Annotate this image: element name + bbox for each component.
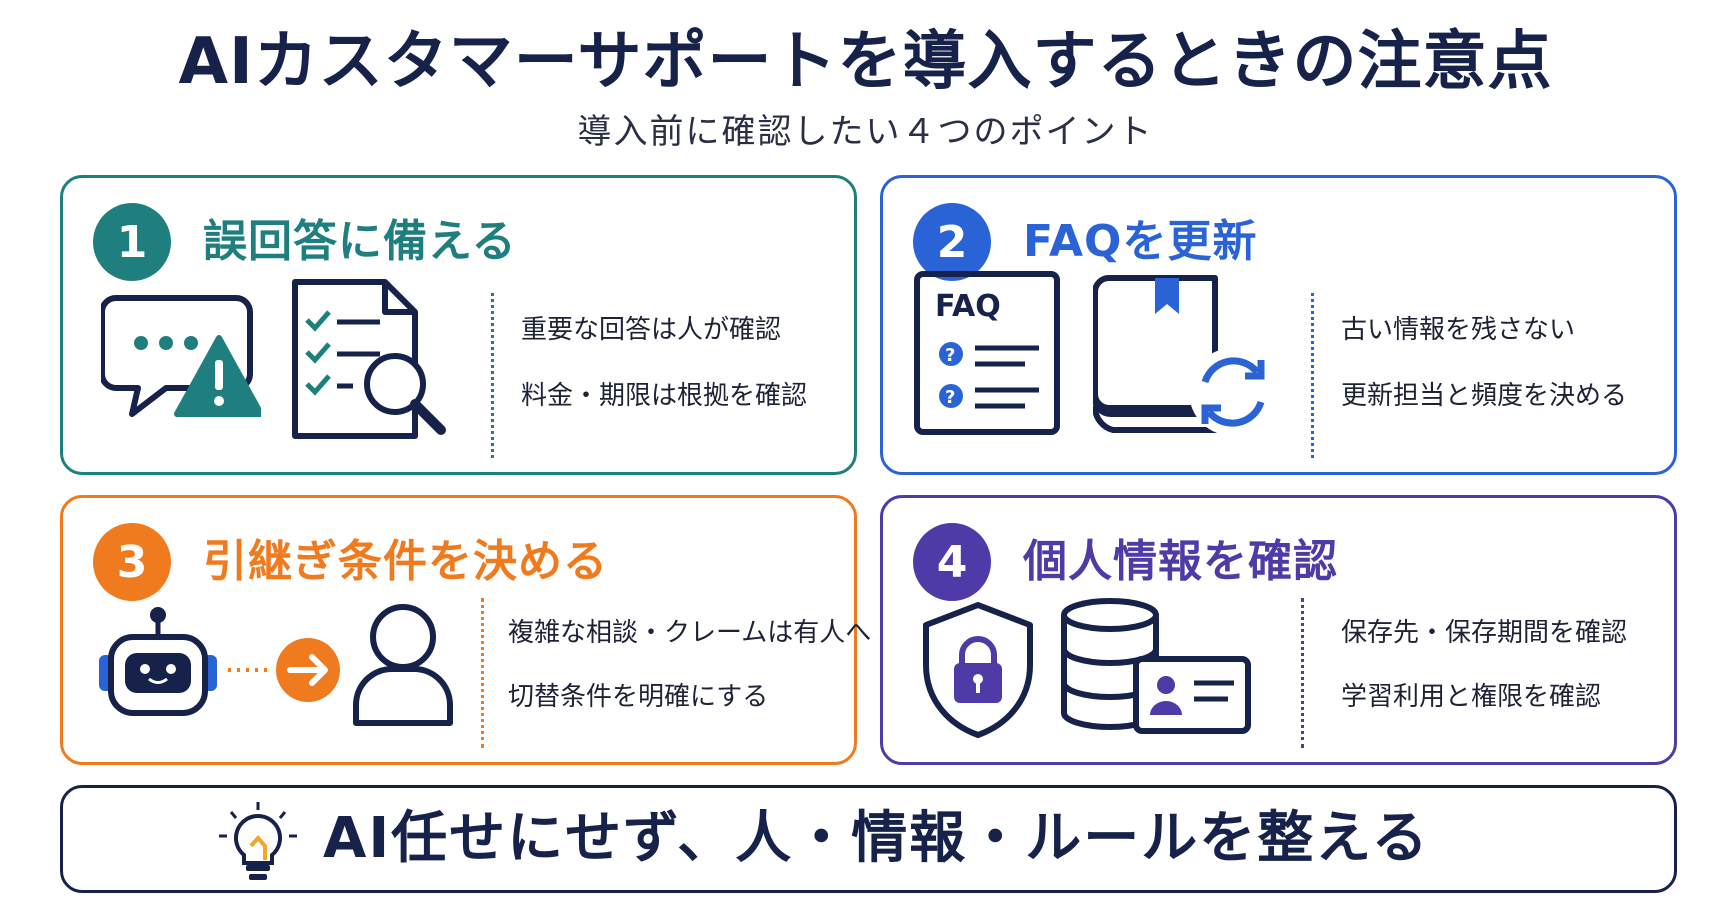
- card-divider: [1311, 293, 1314, 458]
- point-item: 古い情報を残さない: [1341, 315, 1576, 345]
- svg-text:?: ?: [945, 345, 955, 366]
- book-refresh-icon: [1093, 275, 1277, 436]
- database-id-card-icon: [1061, 598, 1251, 734]
- card-wrong-answer: 1 誤回答に備える 重要な回答は人が確認 料金・期限は根拠を確認: [60, 175, 857, 475]
- faq-document-icon: FAQ ? ?: [914, 271, 1060, 435]
- shield-lock-icon: [923, 602, 1033, 738]
- card-title: 誤回答に備える: [203, 216, 517, 267]
- arrow-right-icon: [228, 638, 340, 702]
- summary-text: AI任せにせず、人・情報・ルールを整える: [323, 806, 1430, 871]
- robot-icon: [99, 607, 217, 716]
- chat-warning-icon: [101, 295, 261, 417]
- point-item: 料金・期限は根拠を確認: [521, 381, 808, 411]
- lightbulb-icon: [219, 802, 297, 880]
- checklist-search-icon: [292, 279, 446, 439]
- point-item: 学習利用と権限を確認: [1341, 682, 1602, 712]
- card-number-badge: 1: [93, 203, 171, 281]
- page-subtitle: 導入前に確認したい４つのポイント: [577, 112, 1154, 152]
- point-item: 重要な回答は人が確認: [521, 315, 782, 345]
- card-title: 引継ぎ条件を決める: [203, 536, 608, 587]
- card-icons: [63, 279, 533, 458]
- card-number-badge: 4: [913, 523, 991, 601]
- card-points: 重要な回答は人が確認 料金・期限は根拠を確認: [521, 313, 851, 445]
- point-item: 複雑な相談・クレームは有人へ: [508, 618, 872, 648]
- card-points: 古い情報を残さない 更新担当と頻度を決める: [1341, 313, 1671, 445]
- card-points: 保存先・保存期間を確認 学習利用と権限を確認: [1341, 616, 1671, 744]
- faq-label: FAQ: [935, 289, 1001, 324]
- summary-banner: AI任せにせず、人・情報・ルールを整える: [60, 785, 1677, 893]
- card-faq-update: 2 FAQを更新 FAQ ? ? 古い情報を残さない 更: [880, 175, 1677, 475]
- point-item: 更新担当と頻度を決める: [1341, 381, 1628, 411]
- point-item: 切替条件を明確にする: [508, 682, 769, 712]
- card-icons: [883, 593, 1353, 753]
- card-number-badge: 2: [913, 203, 991, 281]
- card-divider: [491, 293, 494, 458]
- card-points: 複雑な相談・クレームは有人へ 切替条件を明確にする: [508, 616, 872, 744]
- card-title: FAQを更新: [1023, 216, 1258, 267]
- card-icons: FAQ ? ?: [883, 271, 1353, 458]
- card-personal-info: 4 個人情報を確認 保存先・保存期間を確認 学習利用と権限を確認: [880, 495, 1677, 765]
- card-icons: [63, 593, 533, 753]
- page-title: AIカスタマーサポートを導入するときの注意点: [178, 25, 1553, 99]
- svg-text:?: ?: [945, 387, 955, 408]
- card-handover: 3 引継ぎ条件を決める 複雑な相談・クレームは有人へ 切替条件を明確にする: [60, 495, 872, 765]
- card-divider: [481, 598, 484, 748]
- point-item: 保存先・保存期間を確認: [1341, 618, 1628, 648]
- person-icon: [353, 604, 453, 726]
- card-title: 個人情報を確認: [1023, 536, 1338, 587]
- card-number-badge: 3: [93, 523, 171, 601]
- card-divider: [1301, 598, 1304, 748]
